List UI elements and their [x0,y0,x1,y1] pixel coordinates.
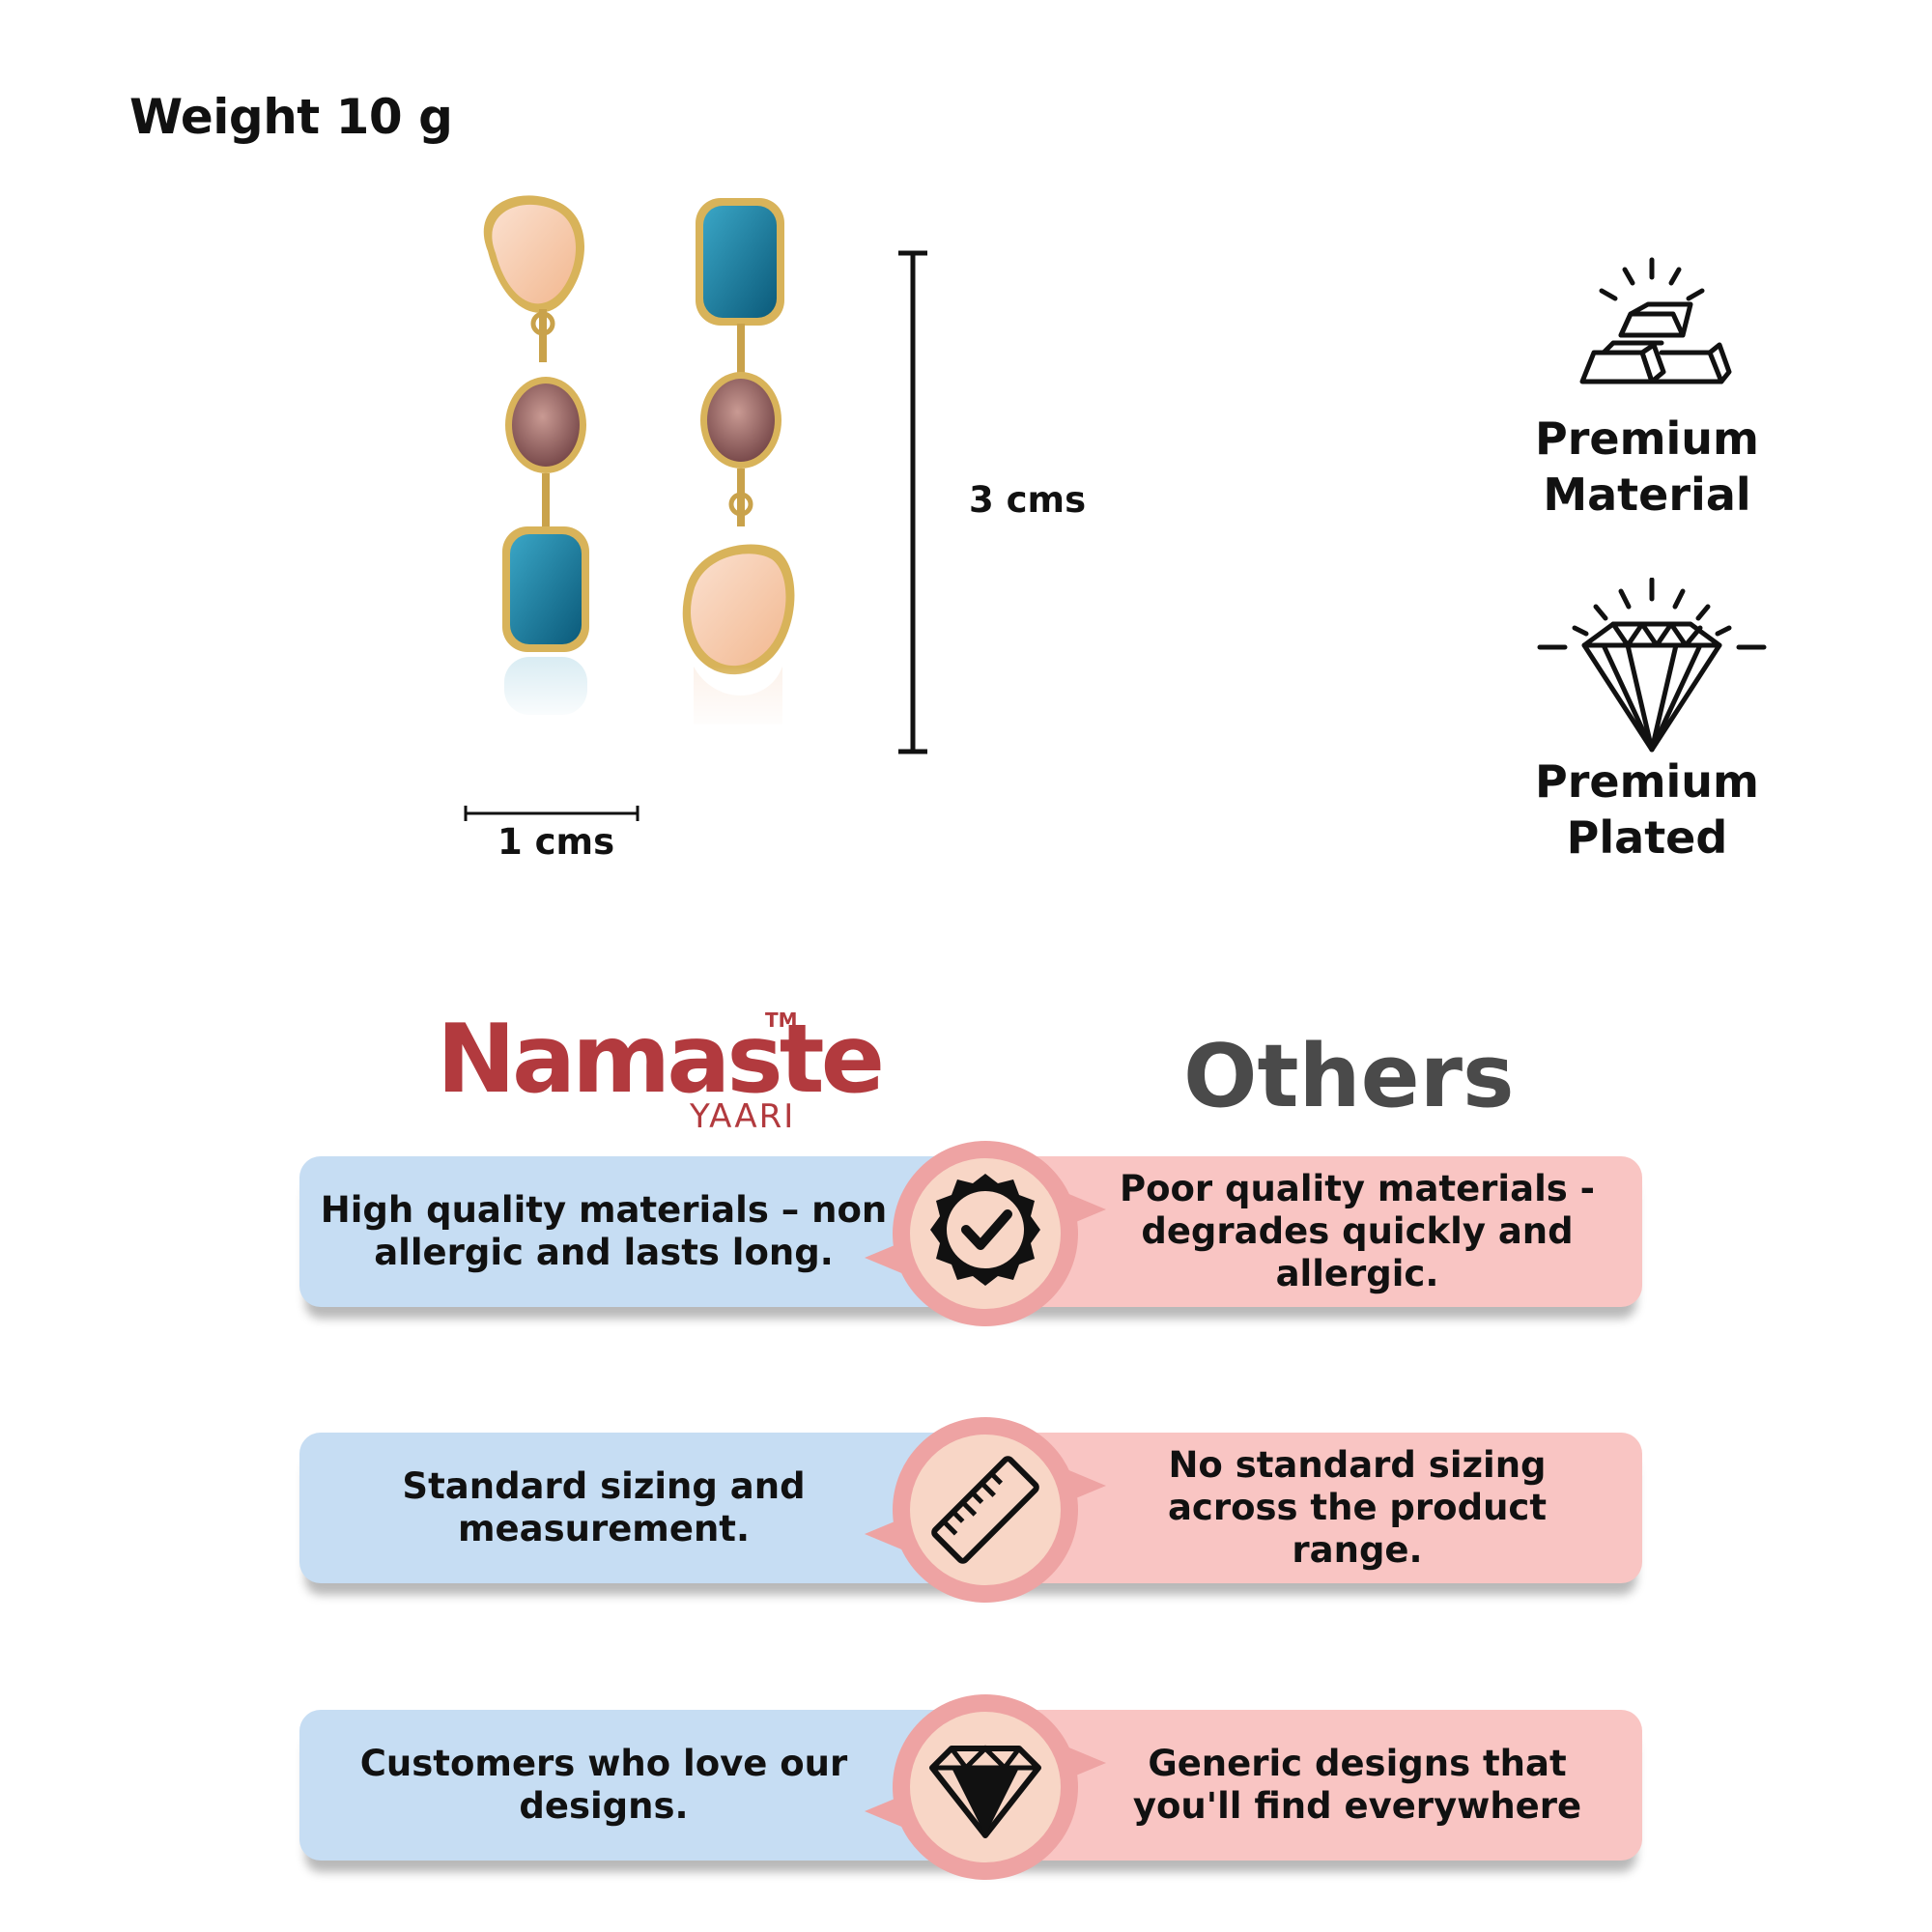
left-earring [483,195,594,724]
diamond-icon [1537,578,1767,753]
comparison-row: High quality materials – non allergic an… [299,1141,1642,1326]
check-badge-icon [930,1174,1040,1286]
others-text: No standard sizing across the product ra… [1167,1444,1548,1571]
others-text: Generic designs that you'll find everywh… [1132,1743,1582,1827]
feature-line: Material [1543,469,1751,521]
brand-name: Namaste [437,1005,885,1115]
feature-line: Premium [1535,755,1759,808]
comparison-row: Standard sizing and measurement. No stan… [299,1417,1642,1603]
weight-label: Weight 10 g [129,89,453,145]
comparison-badge [865,1141,1106,1326]
earrings-product-image [464,195,927,821]
namaste-text: Standard sizing and measurement. [402,1465,806,1549]
others-text: Poor quality materials - degrades quickl… [1119,1168,1596,1294]
feature-line: Plated [1566,811,1728,864]
brand-subtitle: YAARI [690,1097,796,1136]
height-dimension-label: 3 cms [969,479,1087,521]
namaste-cell [299,1433,995,1583]
others-cell [976,1433,1642,1583]
width-dimension-line [464,806,639,821]
diamond-icon [929,1745,1041,1838]
comparison-badge [865,1694,1106,1880]
others-cell [976,1710,1642,1861]
namaste-text: High quality materials – non allergic an… [320,1189,888,1273]
ruler-icon [931,1456,1039,1564]
namaste-cell [299,1710,995,1861]
brand-logo: Namaste TM YAARI [425,1005,885,1140]
others-cell [976,1156,1642,1307]
height-dimension-line [898,250,927,754]
namaste-cell [299,1156,995,1307]
feature-line: Premium [1535,412,1759,465]
width-dimension-label: 1 cms [497,821,615,863]
comparison-row: Customers who love our designs. Generic … [299,1694,1642,1880]
feature-premium-plated: Premium Plated [1473,753,1821,866]
right-earring [681,198,795,734]
others-title: Others [1183,1026,1515,1127]
feature-premium-material: Premium Material [1473,411,1821,523]
gold-bars-icon [1579,257,1732,384]
namaste-text: Customers who love our designs. [359,1743,848,1827]
brand-trademark: TM [765,1009,798,1032]
comparison-badge [865,1417,1106,1603]
